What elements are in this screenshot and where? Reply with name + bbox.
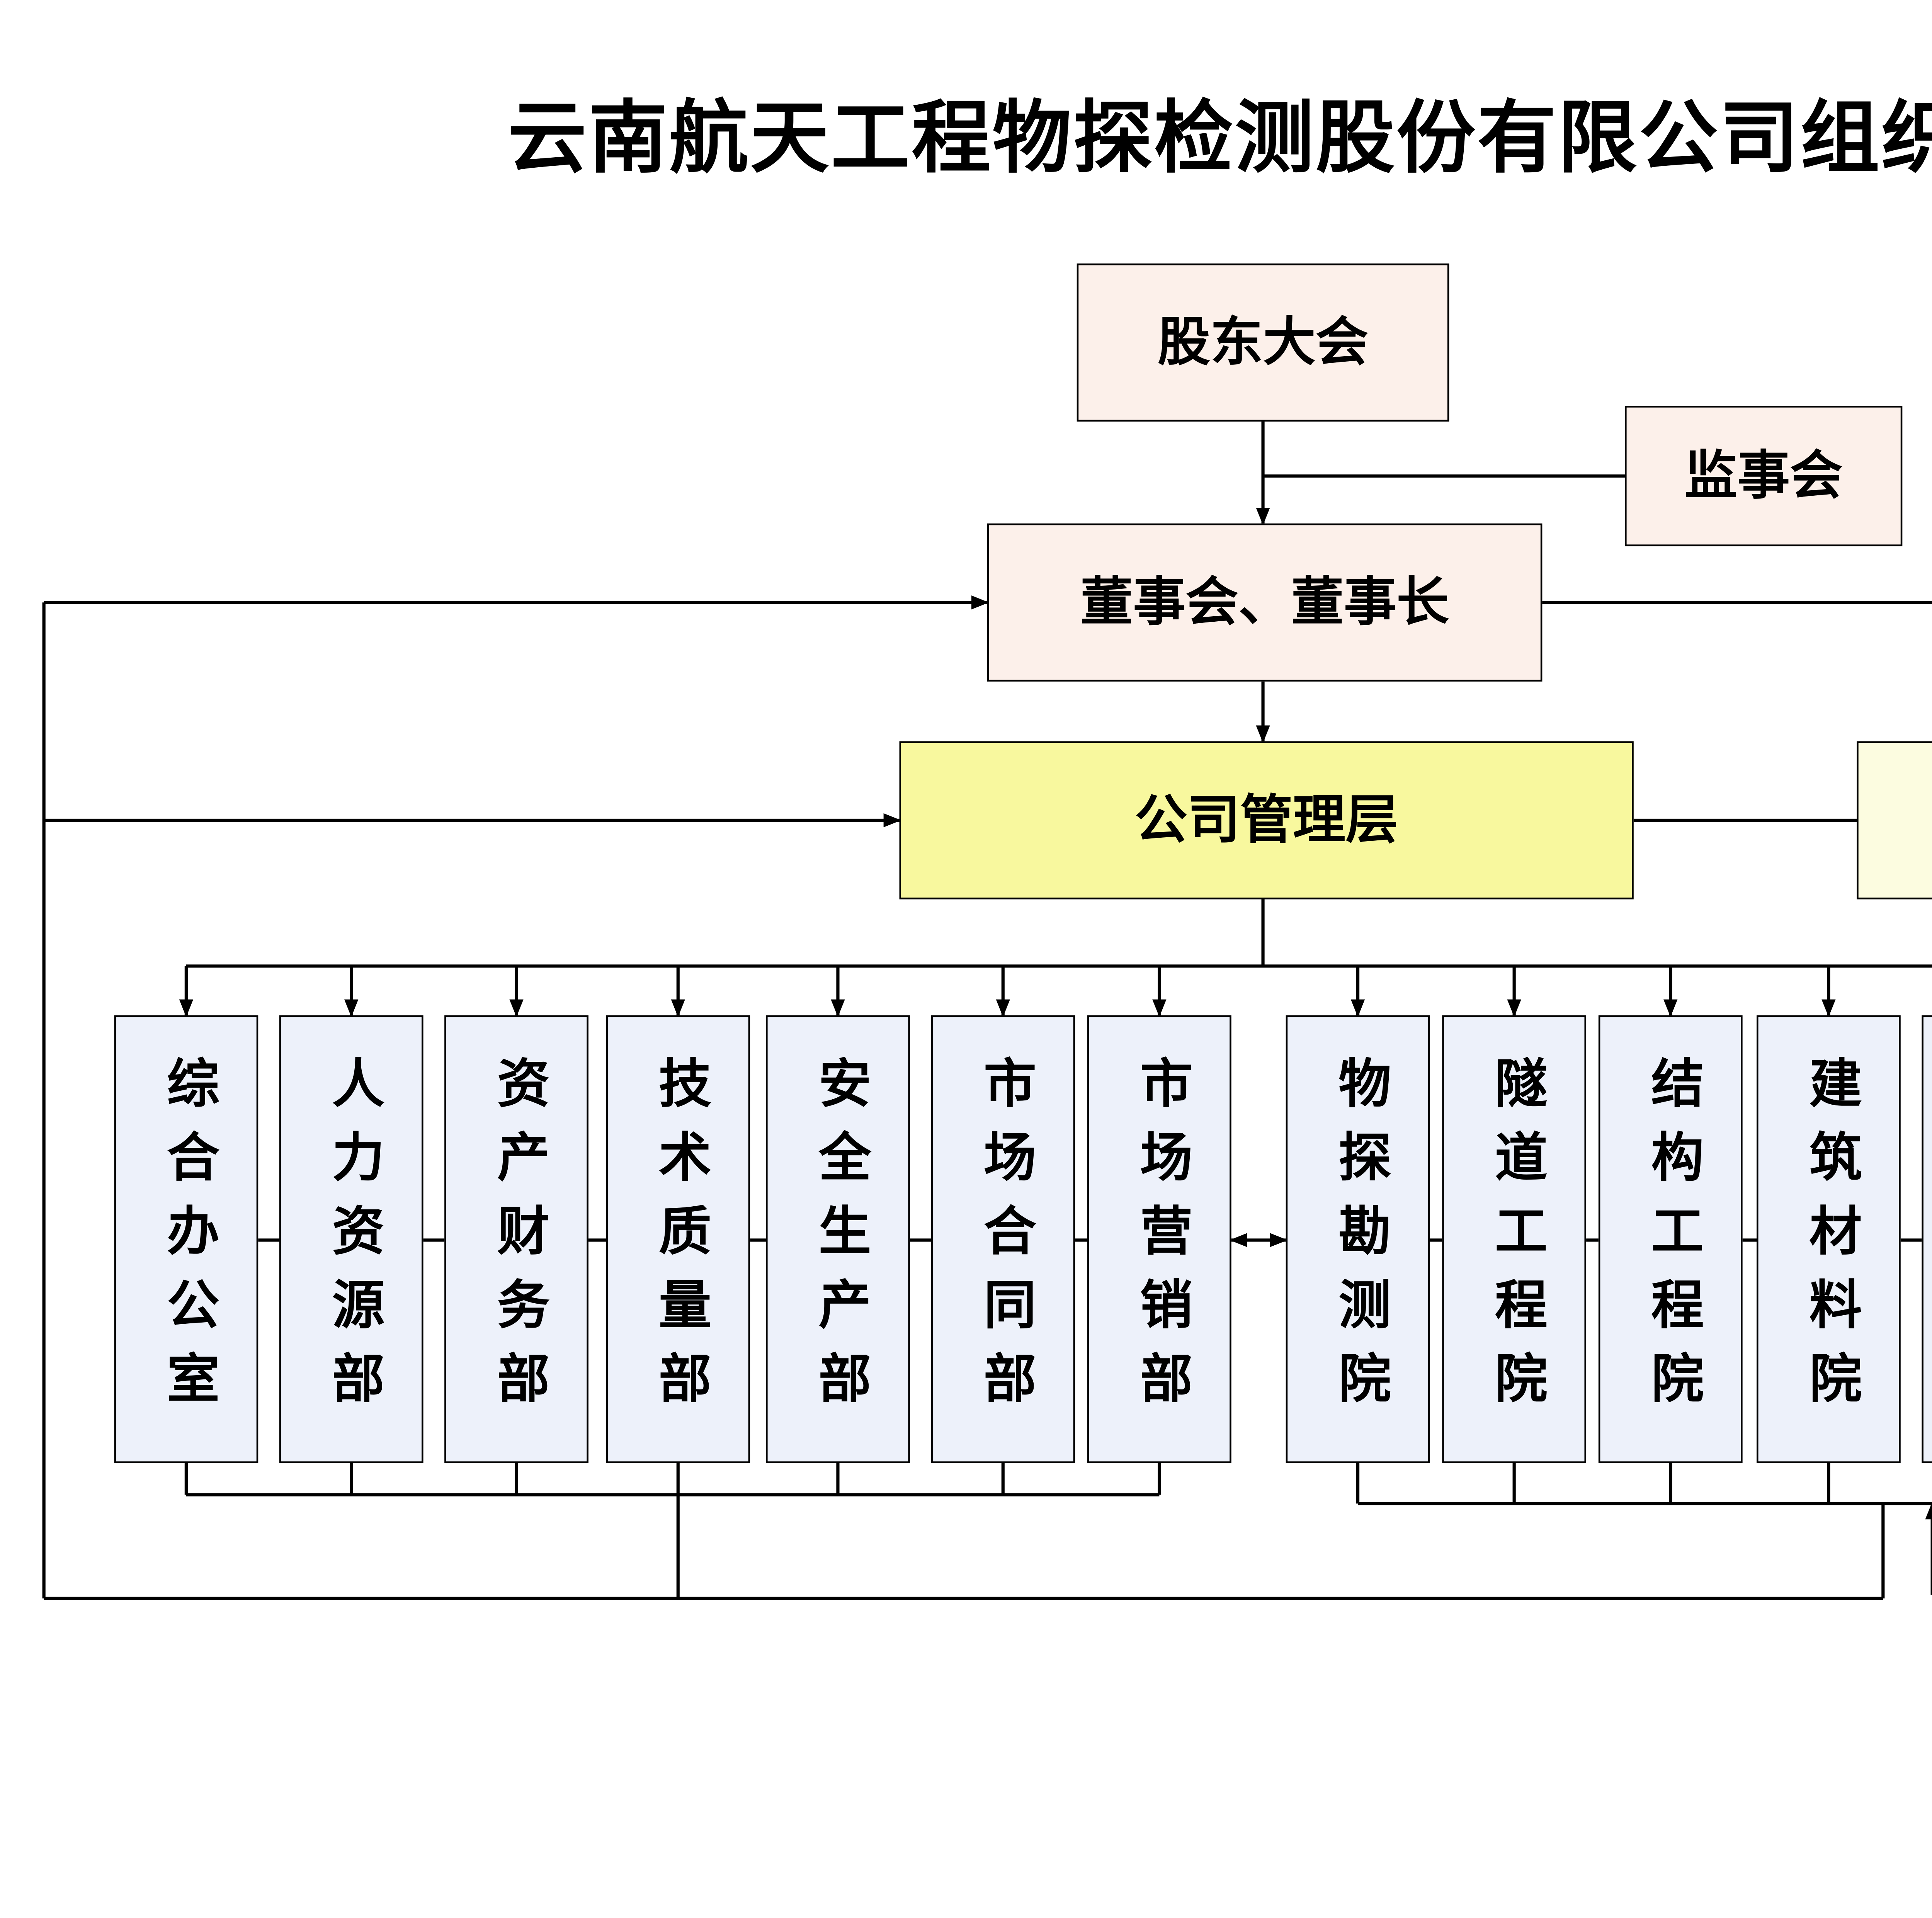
dept-box-asset-finance: 资产财务部 bbox=[444, 1015, 588, 1463]
dept-box-technical-quality: 技术质量部 bbox=[606, 1015, 750, 1463]
unit-label: 建筑材料院 bbox=[1799, 1054, 1861, 1424]
unit-label: 市场合同部 bbox=[973, 1054, 1035, 1424]
node-label: 公司管理层 bbox=[1134, 789, 1398, 851]
unit-label: 市场营销部 bbox=[1129, 1054, 1191, 1424]
institute-box-building-materials: 建筑材料院 bbox=[1757, 1015, 1901, 1463]
node-chief-scientist-advisor: 首席科学家、技术顾问 bbox=[1857, 741, 1932, 899]
node-board-of-directors: 董事会、董事长 bbox=[987, 523, 1543, 682]
institute-box-structural-engineering: 结构工程院 bbox=[1598, 1015, 1743, 1463]
node-shareholders-meeting: 股东大会 bbox=[1077, 263, 1449, 422]
unit-label: 综合办公室 bbox=[156, 1054, 218, 1424]
unit-label: 物探勘测院 bbox=[1328, 1054, 1389, 1424]
unit-label: 技术质量部 bbox=[648, 1054, 710, 1424]
node-label: 股东大会 bbox=[1157, 311, 1369, 374]
node-label: 监事会 bbox=[1684, 445, 1843, 507]
node-label: 董事会、董事长 bbox=[1080, 571, 1449, 633]
institute-box-geophysical-survey: 物探勘测院 bbox=[1286, 1015, 1430, 1463]
institute-box-tunnel-engineering: 隧道工程院 bbox=[1442, 1015, 1587, 1463]
unit-label: 资产财务部 bbox=[486, 1054, 548, 1424]
dept-box-general-office: 综合办公室 bbox=[114, 1015, 259, 1463]
dept-box-market-contract: 市场合同部 bbox=[931, 1015, 1075, 1463]
dept-box-marketing: 市场营销部 bbox=[1087, 1015, 1231, 1463]
node-company-management: 公司管理层 bbox=[899, 741, 1634, 899]
unit-label: 结构工程院 bbox=[1640, 1054, 1702, 1424]
unit-label: 安全生产部 bbox=[808, 1054, 870, 1424]
connector-group bbox=[42, 422, 1932, 1600]
unit-label: 人力资源部 bbox=[321, 1054, 383, 1424]
unit-label: 隧道工程院 bbox=[1484, 1054, 1546, 1424]
page-title: 云南航天工程物探检测股份有限公司组织架构图 bbox=[507, 91, 1932, 185]
node-supervisory-board: 监事会 bbox=[1625, 406, 1903, 546]
dept-box-human-resources: 人力资源部 bbox=[279, 1015, 423, 1463]
dept-box-safety-production: 安全生产部 bbox=[766, 1015, 910, 1463]
institute-box-information-engineering: 信息工程院 bbox=[1922, 1015, 1932, 1463]
